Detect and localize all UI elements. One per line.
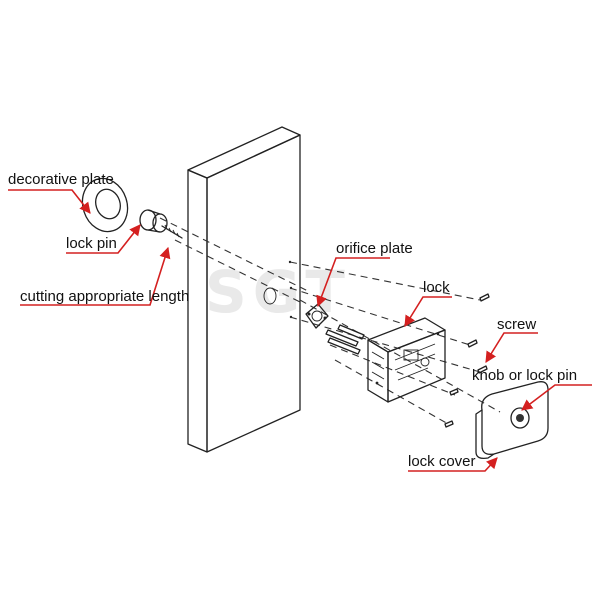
- label-knob: knob or lock pin: [472, 367, 577, 384]
- arrow-cutting-length: [20, 246, 171, 306]
- screws: [444, 293, 490, 428]
- label-lock-pin: lock pin: [66, 235, 117, 252]
- label-cutting-length: cutting appropriate length: [20, 288, 189, 305]
- label-lock: lock: [423, 279, 450, 296]
- arrow-decorative-plate: [8, 189, 91, 214]
- door-slab: [187, 126, 301, 453]
- watermark: SGT: [205, 258, 351, 326]
- lock-cover-part: [475, 381, 549, 460]
- label-screw: screw: [497, 316, 536, 333]
- alignment-lines: [159, 217, 501, 426]
- labels: decorative plate lock pin cutting approp…: [8, 171, 577, 470]
- label-decorative-plate: decorative plate: [8, 171, 114, 188]
- arrow-screw: [485, 332, 538, 363]
- arrow-lock-cover: [408, 457, 498, 472]
- arrow-lock-pin: [66, 224, 141, 254]
- arrow-orifice-plate: [316, 257, 390, 308]
- label-lock-cover: lock cover: [408, 453, 476, 470]
- label-orifice-plate: orifice plate: [336, 240, 413, 257]
- lock-pin-part: [139, 209, 183, 239]
- svg-text:SGT: SGT: [205, 258, 351, 326]
- arrow-lock: [404, 296, 452, 327]
- arrow-knob: [521, 384, 592, 411]
- orifice-plate-part: [305, 303, 329, 329]
- callout-arrows: [8, 189, 592, 472]
- connecting-bolts: [325, 324, 365, 355]
- lock-body: [367, 317, 446, 403]
